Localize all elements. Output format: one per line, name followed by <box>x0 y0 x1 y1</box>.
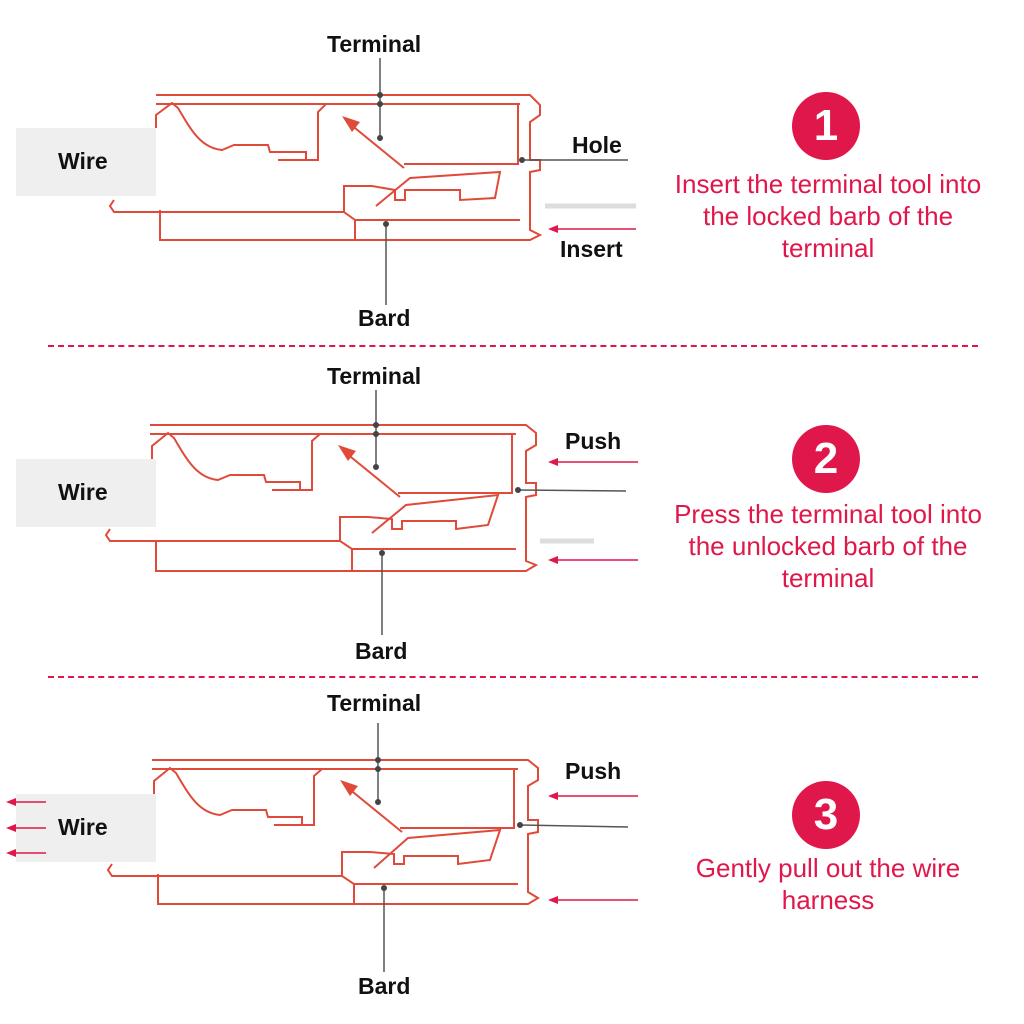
push-arrow-top-head <box>548 458 558 466</box>
terminal-label: Terminal <box>327 363 422 389</box>
housing-outline <box>156 94 543 241</box>
locking-barb <box>339 493 500 571</box>
terminal-body <box>300 433 513 494</box>
push-arrow-bottom-head <box>548 896 558 904</box>
push-label: Push <box>565 758 622 784</box>
tool-arrow <box>345 452 401 498</box>
terminal-label: Terminal <box>327 31 422 57</box>
locking-barb <box>343 170 502 240</box>
step-1-panel: Wire Terminal Hole Insert Bard 1 Inser <box>0 0 1024 333</box>
locking-barb <box>341 828 502 904</box>
housing-outline <box>150 424 539 572</box>
connector-diagram-1 <box>108 58 636 305</box>
tool-arrow-head <box>340 780 358 796</box>
pull-arrow-head <box>6 849 16 857</box>
terminal-body <box>302 768 515 829</box>
bard-label: Bard <box>355 638 408 664</box>
step-number-badge: 1 <box>792 92 860 160</box>
push-label: Push <box>565 428 622 454</box>
wire-label: Wire <box>58 148 108 174</box>
wire-label: Wire <box>58 814 108 840</box>
step-3-panel: Wire <box>0 666 1024 999</box>
housing-bottom-wall <box>108 199 344 213</box>
tool-arrow-head <box>338 445 356 461</box>
connector-diagram-3 <box>6 723 638 972</box>
terminal-crimp <box>155 101 307 161</box>
wire-label: Wire <box>58 479 108 505</box>
bard-label: Bard <box>358 305 411 331</box>
terminal-body <box>306 103 519 165</box>
section-divider <box>48 676 978 678</box>
push-arrow-bottom-head <box>548 556 558 564</box>
push-arrow-top-head <box>548 792 558 800</box>
tool-line <box>517 489 627 492</box>
insert-arrow-head <box>548 225 558 233</box>
housing-bottom-wall <box>106 863 342 877</box>
wire-block: Wire <box>16 128 156 196</box>
tool-arrow <box>349 123 405 169</box>
terminal-crimp <box>153 766 303 826</box>
tool-line <box>519 824 629 828</box>
terminal-label: Terminal <box>327 690 422 716</box>
wire-block: Wire <box>16 459 156 527</box>
step-2-panel: Wire Terminal Push Bard 2 Pres <box>0 333 1024 666</box>
connector-diagram-2 <box>104 390 638 635</box>
insert-label: Insert <box>560 236 623 262</box>
tool-arrow-head <box>342 116 360 132</box>
step-description: Gently pull out the wire harness <box>695 853 961 915</box>
hole-label: Hole <box>572 132 622 158</box>
step-description: Press the terminal tool into the unlocke… <box>674 499 982 593</box>
section-divider <box>48 345 978 347</box>
pull-arrow-head <box>6 798 16 806</box>
bard-label: Bard <box>358 973 411 999</box>
housing-bottom-wall <box>104 528 340 542</box>
tool-arrow <box>347 787 403 833</box>
step-description: Insert the terminal tool into the locked… <box>674 169 982 263</box>
step-number-badge: 3 <box>792 781 860 849</box>
step-number-badge: 2 <box>792 425 860 493</box>
terminal-crimp <box>151 431 301 491</box>
pull-arrow-head <box>6 824 16 832</box>
